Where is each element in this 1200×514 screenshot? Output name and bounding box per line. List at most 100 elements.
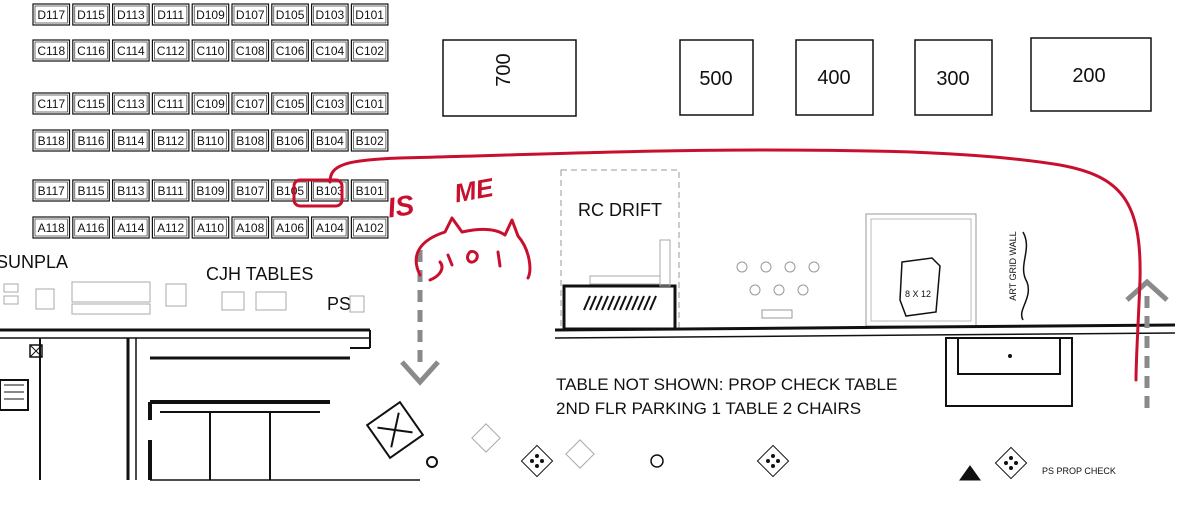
booth-label: B108	[236, 134, 264, 148]
booth-b111[interactable]: B111	[151, 179, 190, 202]
booth-700[interactable]: 700	[442, 39, 577, 117]
booth-inner-box	[34, 5, 68, 24]
booth-box	[271, 3, 309, 26]
booth-b107[interactable]: B107	[231, 179, 270, 202]
booth-box	[271, 216, 309, 239]
booth-box	[32, 129, 71, 152]
booth-b109[interactable]: B109	[191, 179, 230, 202]
booth-b112[interactable]: B112	[151, 129, 190, 152]
booth-inner-box	[34, 94, 68, 113]
booth-label: C104	[316, 44, 345, 58]
booth-a114[interactable]: A114	[111, 216, 150, 239]
booth-d115[interactable]: D115	[72, 3, 110, 26]
booth-box	[231, 129, 270, 152]
booth-b117[interactable]: B117	[32, 179, 71, 202]
booth-box	[151, 216, 190, 239]
booth-a104[interactable]: A104	[311, 216, 349, 239]
direction-arrow-up	[1125, 278, 1169, 414]
booth-b108[interactable]: B108	[231, 129, 270, 152]
booth-b114[interactable]: B114	[111, 129, 150, 152]
booth-b116[interactable]: B116	[72, 129, 110, 152]
booth-d101[interactable]: D101	[350, 3, 389, 26]
booth-box	[350, 216, 389, 239]
booth-label: D117	[37, 8, 65, 22]
booth-label: A106	[276, 221, 304, 235]
booth-c102[interactable]: C102	[350, 39, 389, 62]
booth-c116[interactable]: C116	[72, 39, 110, 62]
booth-inner-box	[114, 94, 148, 113]
art-booth-area: 8 X 12 ART GRID WALL	[865, 213, 1030, 327]
booth-inner-box	[114, 218, 148, 237]
booth-box	[72, 216, 110, 239]
booth-inner-box	[34, 41, 68, 60]
booth-box	[271, 92, 309, 115]
booth-a116[interactable]: A116	[72, 216, 110, 239]
booth-label: D103	[316, 8, 345, 22]
booth-inner-box	[313, 94, 347, 113]
booth-c111[interactable]: C111	[151, 92, 190, 115]
highlight-circle	[292, 178, 344, 208]
booth-b118[interactable]: B118	[32, 129, 71, 152]
booth-c113[interactable]: C113	[111, 92, 150, 115]
note-line-1: TABLE NOT SHOWN: PROP CHECK TABLE	[556, 375, 897, 394]
booth-b105[interactable]: B105	[271, 179, 309, 202]
booth-b106[interactable]: B106	[271, 129, 309, 152]
booth-b101[interactable]: B101	[350, 179, 389, 202]
booth-label: C116	[77, 44, 105, 58]
booth-d109[interactable]: D109	[191, 3, 230, 26]
booth-c109[interactable]: C109	[191, 92, 230, 115]
booth-c108[interactable]: C108	[231, 39, 270, 62]
booth-a110[interactable]: A110	[191, 216, 230, 239]
booth-300[interactable]: 300	[914, 39, 993, 116]
rc-drift-area: RC DRIFT	[560, 169, 680, 331]
booth-500[interactable]: 500	[679, 39, 754, 116]
booth-inner-box	[313, 131, 347, 150]
booth-label: B116	[77, 134, 104, 148]
booth-box	[151, 129, 190, 152]
booth-label: C102	[355, 44, 384, 58]
booth-b102[interactable]: B102	[350, 129, 389, 152]
booth-a118[interactable]: A118	[32, 216, 71, 239]
booth-b104[interactable]: B104	[311, 129, 349, 152]
booth-c114[interactable]: C114	[111, 39, 150, 62]
booth-d113[interactable]: D113	[111, 3, 150, 26]
booth-a108[interactable]: A108	[231, 216, 270, 239]
booth-c112[interactable]: C112	[151, 39, 190, 62]
booth-label: D107	[236, 8, 265, 22]
booth-c110[interactable]: C110	[191, 39, 230, 62]
booth-b113[interactable]: B113	[111, 179, 150, 202]
booth-label: B101	[356, 184, 384, 198]
booth-d105[interactable]: D105	[271, 3, 309, 26]
booth-c104[interactable]: C104	[311, 39, 349, 62]
booth-b110[interactable]: B110	[191, 129, 230, 152]
booth-b115[interactable]: B115	[72, 179, 110, 202]
booth-a102[interactable]: A102	[350, 216, 389, 239]
booth-label: B110	[197, 134, 224, 148]
booth-a112[interactable]: A112	[151, 216, 190, 239]
booth-200[interactable]: 200	[1030, 37, 1152, 112]
booth-c105[interactable]: C105	[271, 92, 309, 115]
booth-300-label: 300	[936, 68, 969, 90]
booth-inner-box	[74, 131, 108, 150]
booth-c118[interactable]: C118	[32, 39, 71, 62]
booth-c107[interactable]: C107	[231, 92, 270, 115]
booth-box	[350, 129, 389, 152]
booth-b103[interactable]: B103	[311, 179, 349, 202]
booth-d103[interactable]: D103	[311, 3, 349, 26]
booth-d107[interactable]: D107	[231, 3, 270, 26]
booth-label: C109	[196, 97, 225, 111]
booth-c115[interactable]: C115	[72, 92, 110, 115]
booth-400[interactable]: 400	[795, 39, 874, 116]
booth-c106[interactable]: C106	[271, 39, 309, 62]
booth-c101[interactable]: C101	[350, 92, 389, 115]
booth-a106[interactable]: A106	[271, 216, 309, 239]
booth-inner-box	[273, 131, 307, 150]
booth-c117[interactable]: C117	[32, 92, 71, 115]
booth-inner-box	[74, 41, 108, 60]
booth-label: D115	[77, 8, 105, 22]
booth-d117[interactable]: D117	[32, 3, 71, 26]
booth-d111[interactable]: D111	[151, 3, 190, 26]
booth-label: A116	[77, 221, 104, 235]
booth-c103[interactable]: C103	[311, 92, 349, 115]
